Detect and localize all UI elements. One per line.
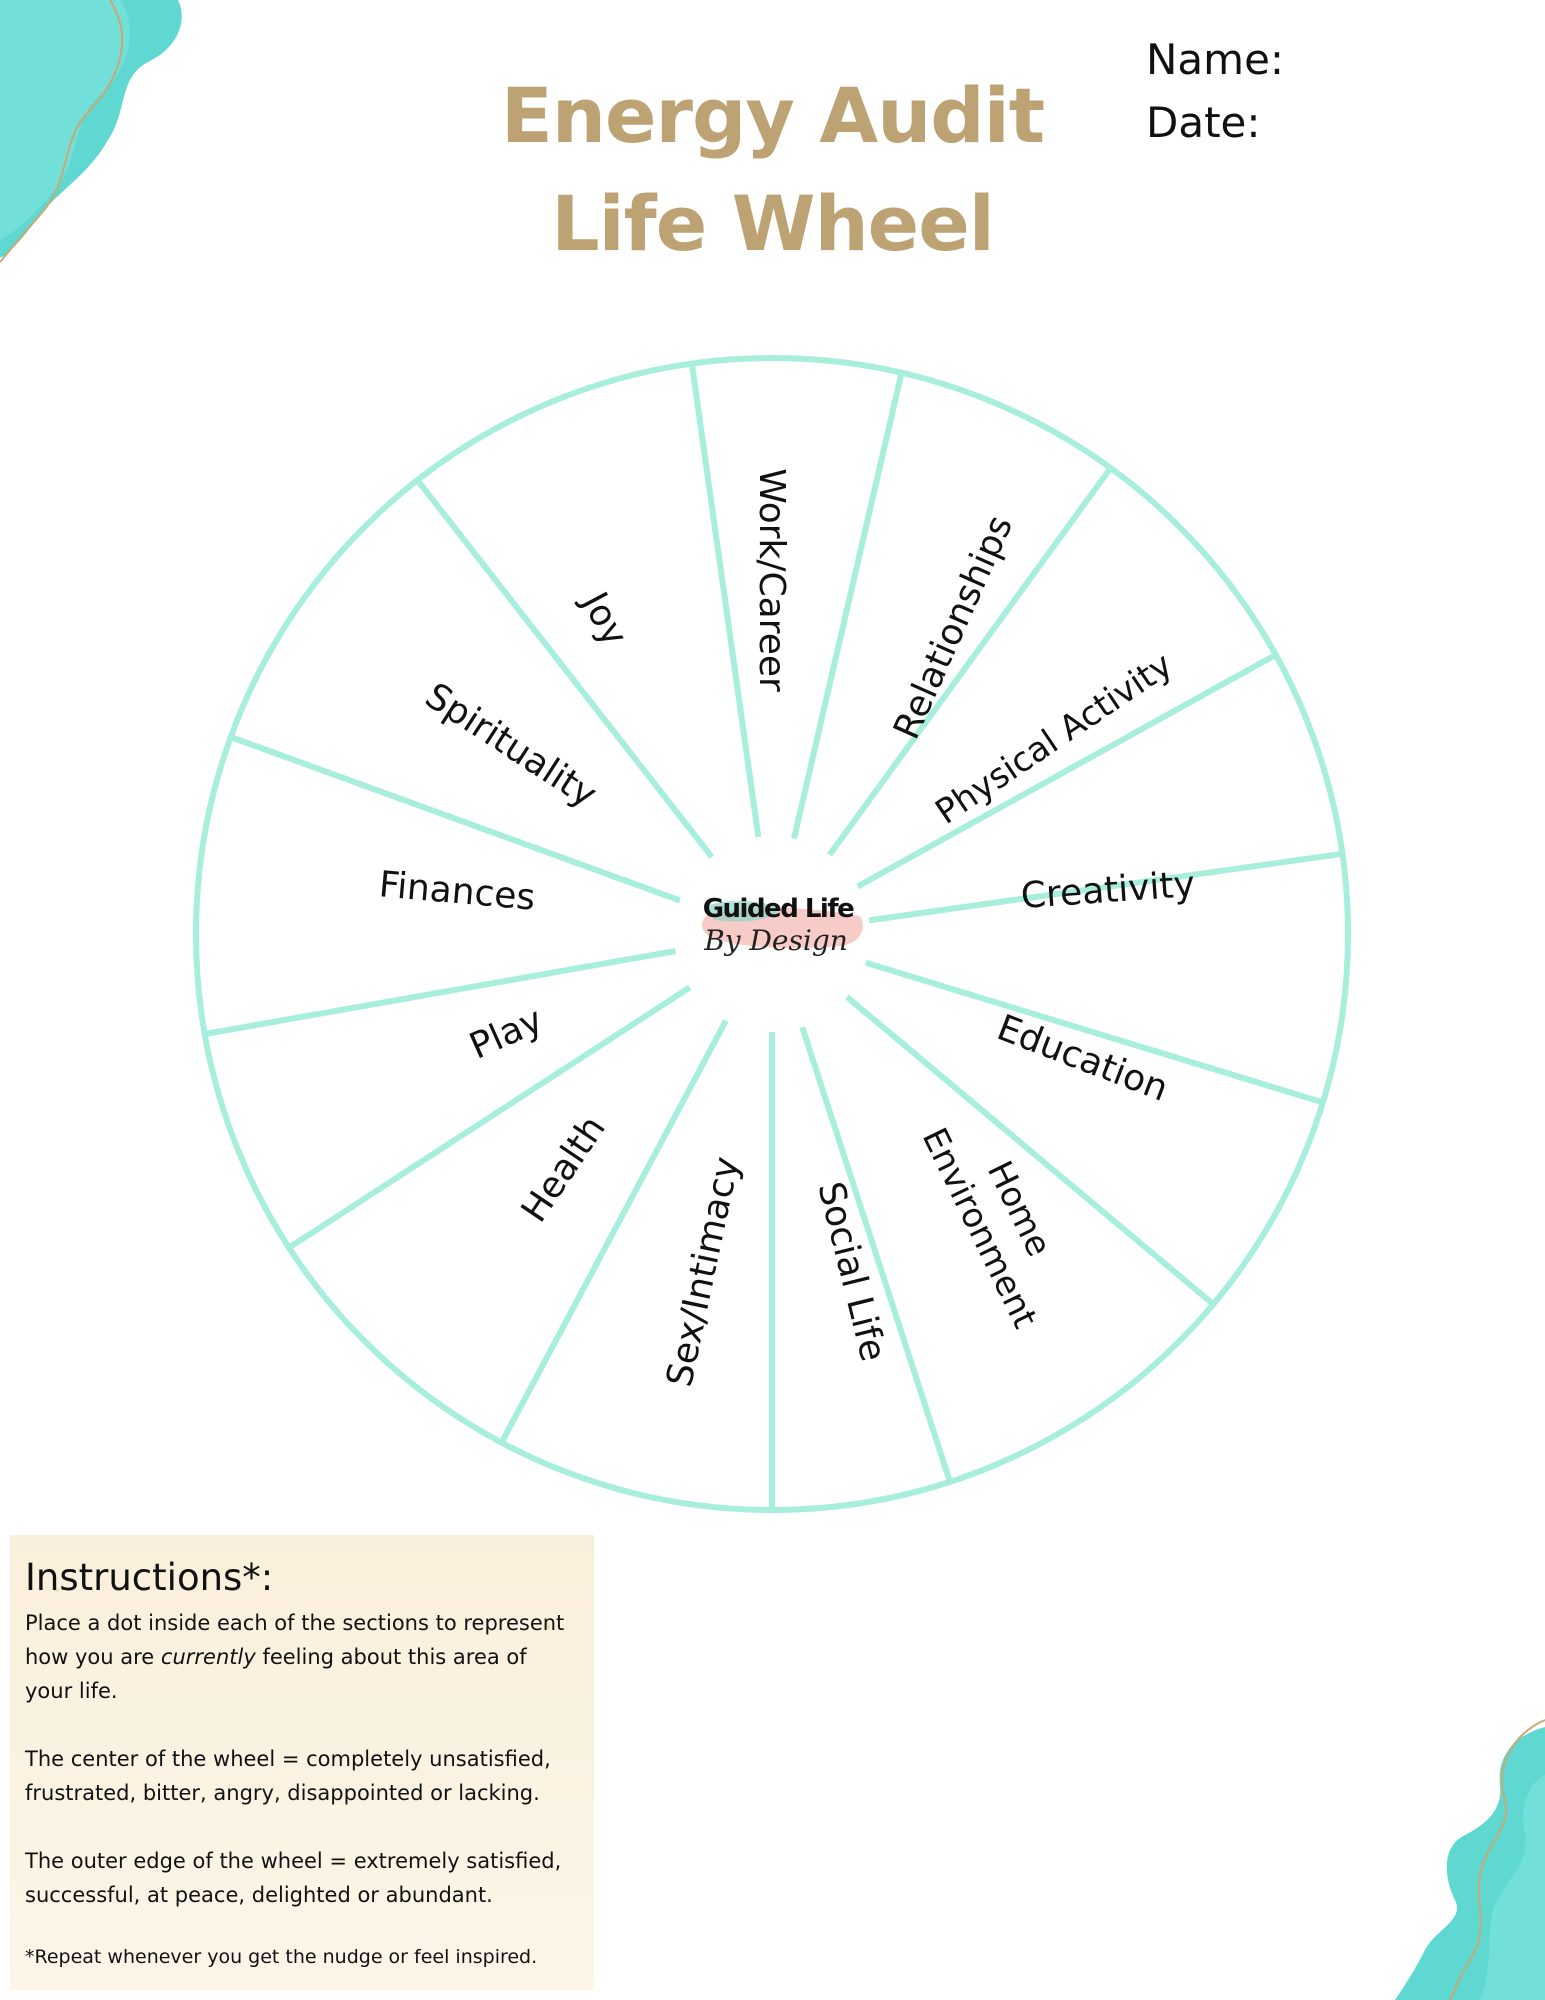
logo-line-1: Guided Life [703,894,854,924]
wheel-segment-label-relationships: Relationships [886,510,1021,746]
wheel-spoke [229,734,681,904]
wheel-segment-label-creativity: Creativity [1020,864,1197,917]
wheel-spoke [868,850,1343,924]
guided-life-logo: Guided Life By Design [702,894,863,957]
wheel-segment-label-play: Play [464,1000,549,1068]
bottom-right-decorative-blob [1395,1719,1545,2000]
instructions-paragraph-3: The outer edge of the wheel = extremely … [25,1849,562,1907]
page-title: Energy Audit Life Wheel [380,62,1165,278]
wheel-segment-label-home-environment: HomeEnvironment [914,1102,1085,1334]
wheel-spoke [415,478,715,859]
wheel-segment-label-sex-intimacy: Sex/Intimacy [659,1153,748,1390]
emphasis-currently: currently [160,1645,256,1669]
wheel-spoke [827,466,1113,857]
wheel-segment-label-spirituality: Spirituality [418,675,604,816]
date-label[interactable]: Date: [1146,98,1261,147]
wheel-segment-label-education: Education [992,1007,1174,1110]
wheel-spoke [864,959,1324,1106]
wheel-spoke [204,948,677,1037]
wheel-spoke [791,372,905,840]
wheel-spoke [799,1026,953,1483]
wheel-spoke [498,1019,729,1444]
title-line-1: Energy Audit [500,71,1045,160]
instructions-heading: Instructions*: [25,1556,274,1599]
wheel-segment-label-finances: Finances [377,864,536,918]
name-label[interactable]: Name: [1146,35,1285,84]
title-line-2: Life Wheel [551,179,995,268]
wheel-segment-label-health: Health [514,1109,614,1230]
top-left-decorative-blob [0,0,182,263]
wheel-spoke [845,994,1216,1307]
name-date-fields: Name: Date: [1146,28,1284,154]
instructions-paragraph-2: The center of the wheel = completely uns… [25,1747,551,1805]
instructions-footnote: *Repeat whenever you get the nudge or fe… [25,1946,538,1968]
wheel-segment-label-joy: Joy [573,584,635,653]
wheel-segment-label-work-career: Work/Career [751,468,792,692]
wheel-spoke [856,652,1278,890]
wheel-spoke [287,984,692,1251]
wheel-spoke [688,363,762,838]
wheel-spokes [204,363,1343,1510]
instructions-paragraph-1: Place a dot inside each of the sections … [25,1611,565,1703]
logo-line-2: By Design [703,924,848,957]
instructions-box: Instructions*: Place a dot inside each o… [10,1535,594,1990]
wheel-segment-label-physical-activity: Physical Activity [928,645,1179,833]
